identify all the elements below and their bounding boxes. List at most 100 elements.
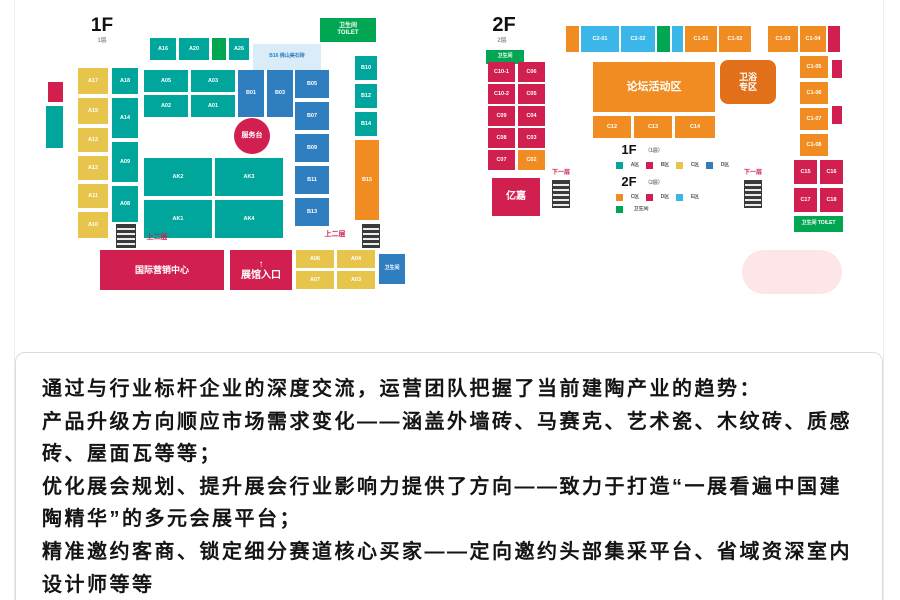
map-block: C05 [518,84,545,104]
map-block: A03 [191,70,235,92]
toilet-sign: 卫生间 [486,50,524,64]
legend-2f: 2F [621,174,637,189]
service-desk: 服务台 [234,118,270,154]
map-block: B05 [295,70,329,98]
map-block: B12 [355,84,377,108]
map-block: AK4 [215,200,283,238]
paragraph-trend: 通过与行业标杆企业的深度交流，运营团队把握了当前建陶产业的趋势： [42,378,762,400]
map-block: 卫生间 [633,206,649,212]
map-block: C18 [820,188,843,212]
map-block: C区 [690,162,700,168]
stairs-down-icon [744,180,762,208]
map-block: A13 [78,128,108,152]
map-block: AK2 [144,158,212,196]
stairs-up-icon [362,224,380,248]
map-block: A12 [78,156,108,180]
legend-swatch [646,194,653,201]
page-frame [14,0,884,600]
map-block: B13 [295,198,329,226]
map-block: A08 [112,186,138,222]
map-block: A01 [191,95,235,117]
map-block: C1-08 [800,134,828,156]
map-block: C1-06 [800,82,828,104]
stairs-down-icon [552,180,570,208]
map-block: A14 [112,98,138,138]
map-block: B区 [660,162,670,168]
toilet-small [212,38,226,60]
map-block: AK3 [215,158,283,196]
down-floor-label: 下一层 [743,169,762,176]
map-block: C08 [488,128,515,148]
map-block: C04 [518,106,545,126]
map-block: D区 [720,162,730,168]
stairs-up-icon [116,224,136,248]
map-block: A03 [337,271,375,289]
legend-swatch [646,162,653,169]
map-block: C2-02 [621,26,655,52]
paragraph-platform: 优化展会规划、提升展会行业影响力提供了方向——致力于打造“一展看遍中国建陶精华”… [42,475,842,531]
map-block: A17 [78,68,108,94]
forum-area: 论坛活动区 [593,62,715,112]
bathroom-zone: 卫浴 专区 [720,60,776,104]
map-block: C07 [488,150,515,170]
map-block: C06 [518,62,545,82]
map-block: C1-01 [685,26,717,52]
down-floor-label: 下一层 [551,169,570,176]
map-block: A11 [78,184,108,208]
map-block: C16 [820,160,843,184]
map-block: C09 [488,106,515,126]
map-block [46,106,63,148]
legend-swatch [616,194,623,201]
toilet-sign: 卫生间 [379,254,405,284]
map-block: E区 [690,194,700,200]
watermark [742,250,842,294]
toilet-sign: 卫生间 TOILET [794,216,843,232]
map-block: A18 [112,68,138,94]
map-block: A区 [630,162,640,168]
map-block: （2层） [645,179,663,186]
map-block: C区 [630,194,640,200]
map-block: C1-02 [719,26,751,52]
marketing-center: 国际营销中心 [100,250,224,290]
b16-booth: B16 佛山美石砖 [253,44,321,70]
legend-swatch [676,162,683,169]
map-block: C03 [518,128,545,148]
legend-swatch [706,162,713,169]
map-block: A07 [296,271,334,289]
map-block: C10-2 [488,84,515,104]
map-block [672,26,683,52]
map-block: B10 [355,56,377,80]
map-block: B14 [355,112,377,136]
map-block: C1-07 [800,108,828,130]
map-block [832,60,842,78]
map-block: C14 [675,116,715,138]
toilet-small [657,26,670,52]
map-block: A05 [144,70,188,92]
paragraph-buyers: 精准邀约客商、锁定细分赛道核心买家——定向邀约头部集采平台、省域资深室内设计师等… [42,540,852,596]
map-block: B15 [355,140,379,220]
map-block: C13 [634,116,672,138]
legend-swatch [616,162,623,169]
article-text-box: 通过与行业标杆企业的深度交流，运营团队把握了当前建陶产业的趋势： 产品升级方向顺… [15,352,883,600]
map-block: C2-01 [581,26,619,52]
floor1-subtitle: 1层 [97,38,107,45]
map-block: C1-05 [800,56,828,78]
up-floor-label: 上二层 [146,233,168,241]
legend-swatch [676,194,683,201]
toilet-sign: 卫生间 TOILET [320,18,376,42]
map-block: A16 [150,38,176,60]
map-block: C1-04 [800,26,826,52]
map-block: B07 [295,102,329,130]
map-block: C15 [794,160,817,184]
yijia-block: 亿嘉 [492,178,540,216]
paragraph-products: 产品升级方向顺应市场需求变化——涵盖外墙砖、马赛克、艺术瓷、木纹砖、质感砖、屋面… [42,410,852,466]
map-block: C12 [593,116,631,138]
map-block: AK1 [144,200,212,238]
up-floor-label: 上二层 [324,230,346,238]
map-block: A09 [112,142,138,182]
map-block: A15 [78,98,108,124]
map-block: A02 [144,95,188,117]
